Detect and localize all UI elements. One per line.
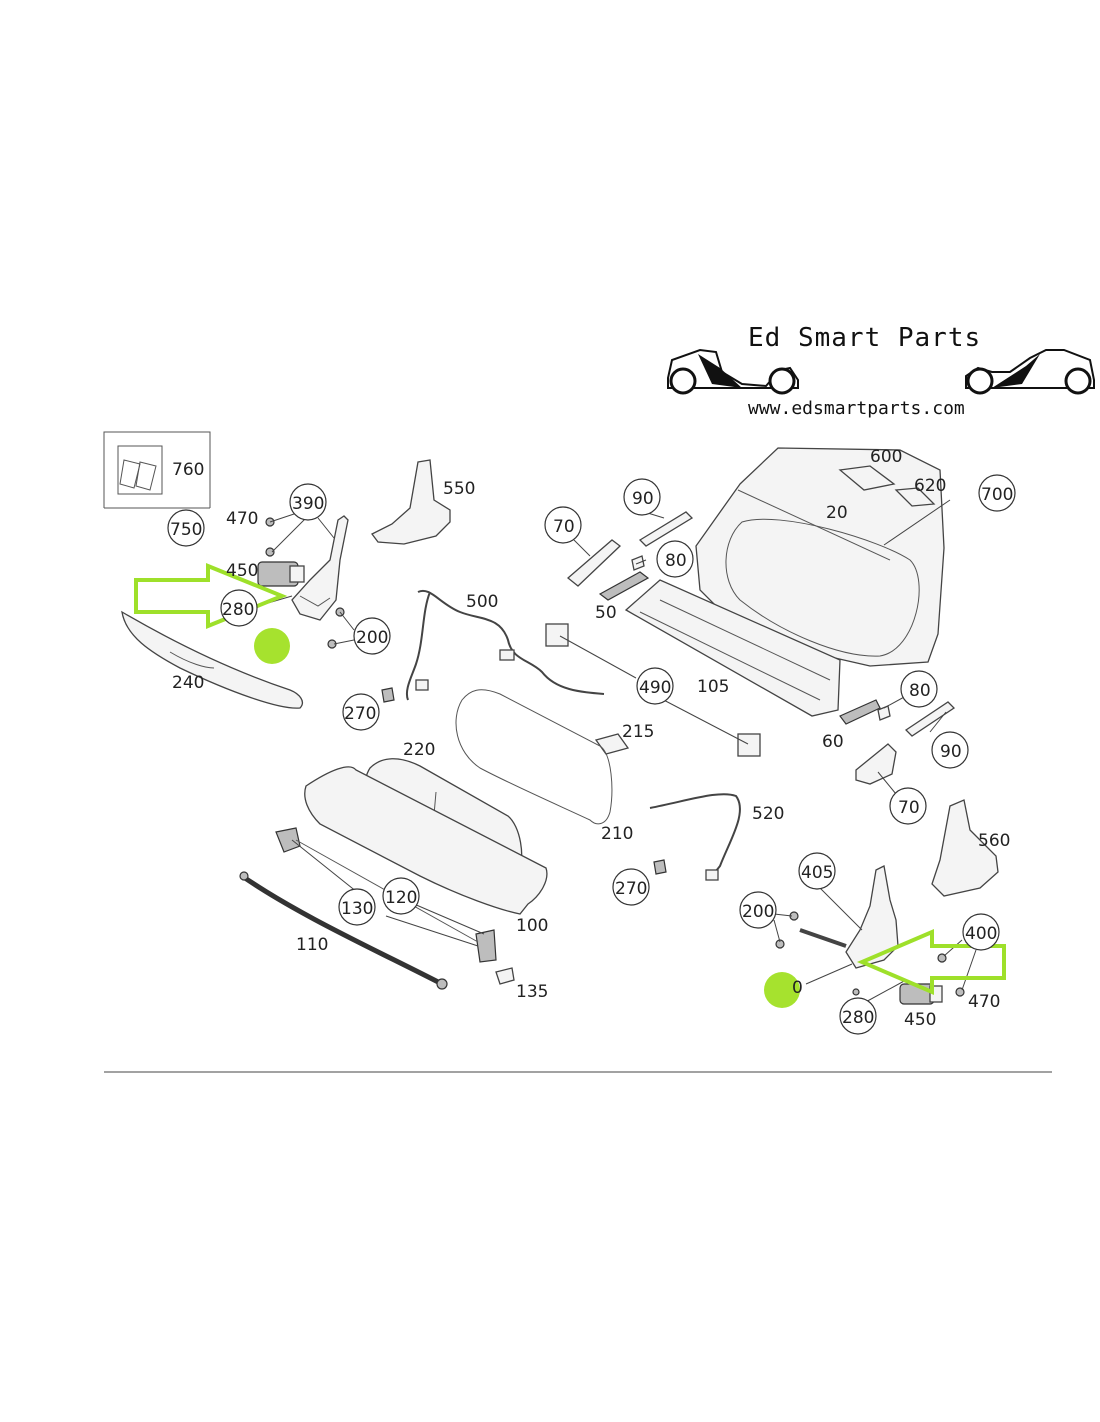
brand-url: www.edsmartparts.com	[748, 398, 965, 419]
callout-labels: 760 750 470 390 450 280 200 240 550 500 …	[170, 447, 1013, 1030]
part-20-roof	[695, 447, 945, 667]
label-280-right: 280	[842, 1008, 874, 1028]
part-560-panel	[931, 799, 999, 897]
label-470-left: 470	[226, 509, 258, 529]
label-105: 105	[697, 677, 729, 697]
label-240: 240	[172, 673, 204, 693]
label-130: 130	[341, 899, 373, 919]
label-100: 100	[516, 916, 548, 936]
part-760-drawing	[117, 445, 163, 495]
part-490-module-b	[737, 733, 761, 757]
label-520: 520	[752, 804, 784, 824]
label-550: 550	[443, 479, 475, 499]
label-90-top: 90	[632, 489, 654, 509]
car-left-icon	[667, 348, 799, 395]
label-200-left: 200	[356, 628, 388, 648]
part-620-pad	[894, 487, 936, 507]
label-500: 500	[466, 592, 498, 612]
label-60: 60	[822, 732, 844, 752]
part-110-rail	[240, 873, 444, 987]
part-270-clip-right	[653, 859, 667, 875]
car-right-icon	[965, 349, 1095, 395]
label-400: 400	[965, 924, 997, 944]
label-215: 215	[622, 722, 654, 742]
highlight-arrow-right	[856, 928, 1006, 996]
label-600: 600	[870, 447, 902, 467]
label-210: 210	[601, 824, 633, 844]
label-700: 700	[981, 485, 1013, 505]
label-0: 0	[792, 978, 803, 998]
highlight-dot-left	[254, 628, 290, 664]
label-80-right: 80	[909, 681, 931, 701]
part-120-bracket	[475, 929, 497, 963]
part-520-harness	[649, 793, 741, 877]
brand-title: Ed Smart Parts	[748, 323, 981, 353]
label-135: 135	[516, 982, 548, 1002]
part-105-frame	[624, 579, 841, 717]
label-90-right: 90	[940, 742, 962, 762]
label-80-top: 80	[665, 551, 687, 571]
part-240-bar	[121, 610, 304, 709]
callout-bubbles	[167, 474, 1016, 1035]
leader-lines	[243, 499, 977, 1005]
part-490-module-a	[545, 623, 569, 647]
inset-box-760	[103, 431, 211, 508]
part-450-motor-left	[257, 561, 305, 587]
label-490: 490	[639, 678, 671, 698]
part-90-strip-right	[904, 701, 956, 737]
brand-logo: Ed Smart Parts www.edsmartparts.com	[667, 323, 1095, 419]
label-270-right: 270	[615, 879, 647, 899]
label-450-right: 450	[904, 1010, 936, 1030]
label-70-left: 70	[553, 517, 575, 537]
part-135-bolt	[495, 967, 515, 985]
label-50: 50	[595, 603, 617, 623]
label-70-right: 70	[898, 798, 920, 818]
label-620: 620	[914, 476, 946, 496]
part-280-pin-right	[852, 988, 860, 996]
part-550-panel	[371, 459, 451, 545]
part-405-hinge-right	[775, 865, 965, 997]
highlight-dot-right	[764, 972, 800, 1008]
part-215-bracket	[594, 733, 630, 755]
label-110: 110	[296, 935, 328, 955]
label-120: 120	[385, 888, 417, 908]
part-500-harness	[406, 589, 605, 701]
label-560: 560	[978, 831, 1010, 851]
label-760: 760	[172, 460, 204, 480]
part-600-pad	[838, 465, 896, 491]
part-60-connector	[839, 699, 881, 725]
highlight-marks	[134, 563, 1006, 1008]
label-280-left: 280	[222, 600, 254, 620]
label-470-right: 470	[968, 992, 1000, 1012]
part-210-seal	[455, 689, 613, 825]
part-50-connector	[598, 571, 650, 601]
label-405: 405	[801, 863, 833, 883]
label-450-left: 450	[226, 561, 258, 581]
label-750: 750	[170, 520, 202, 540]
label-20: 20	[826, 503, 848, 523]
part-70-trim-left	[566, 539, 622, 587]
label-220: 220	[403, 740, 435, 760]
part-270-clip-left	[381, 687, 395, 703]
label-390: 390	[292, 494, 324, 514]
label-200-right: 200	[742, 902, 774, 922]
part-100-frame	[304, 766, 548, 915]
part-70-trim-right	[855, 743, 897, 785]
part-90-strip-top	[638, 511, 694, 547]
label-270-left: 270	[344, 704, 376, 724]
